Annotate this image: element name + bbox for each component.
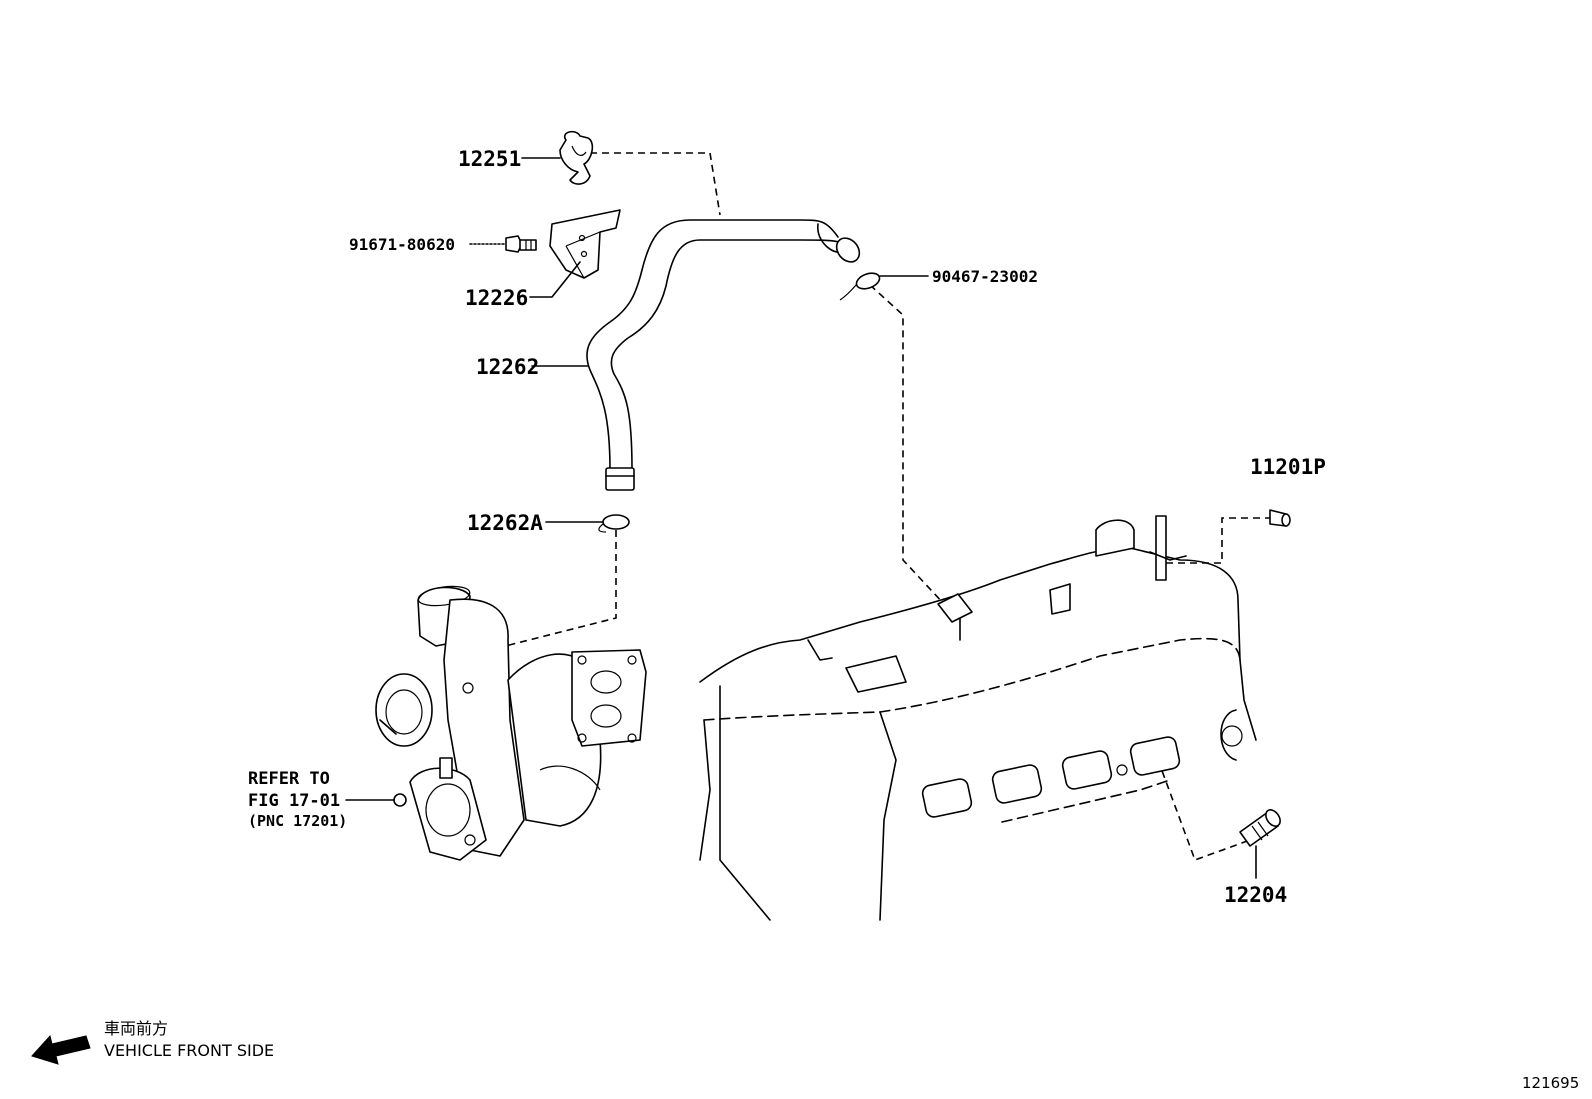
label-11201P: 11201P: [1250, 455, 1326, 479]
illustration-number: 121695: [1522, 1074, 1579, 1092]
hose-12262: [531, 219, 861, 491]
front-label-en: VEHICLE FRONT SIDE: [104, 1041, 274, 1060]
clip-12262A: [545, 514, 630, 533]
turbocharger: [345, 585, 647, 861]
front-label-jp: 車両前方: [104, 1019, 168, 1038]
label-12251: 12251: [458, 147, 521, 171]
exhaust-ports: [921, 736, 1181, 818]
dashed-connectors: [449, 152, 1272, 862]
bolt-91671-80620: [469, 235, 537, 253]
stud-12204: [1239, 809, 1281, 879]
label-12226: 12226: [465, 286, 528, 310]
label-90467-23002: 90467-23002: [932, 267, 1038, 286]
label-91671-80620: 91671-80620: [349, 235, 455, 254]
label-12204: 12204: [1224, 883, 1287, 907]
label-12262: 12262: [476, 355, 539, 379]
plug-11201P: [1269, 509, 1291, 527]
front-arrow-icon: [31, 1034, 91, 1065]
vehicle-front-indicator: 車両前方 VEHICLE FRONT SIDE: [31, 1019, 274, 1065]
refer-line3: (PNC 17201): [248, 812, 347, 830]
refer-note: REFER TO FIG 17-01 (PNC 17201): [248, 769, 347, 830]
part-labels: 12251 91671-80620 12226 12262 90467-2300…: [349, 147, 1326, 907]
bracket-12226: [529, 209, 621, 298]
label-12262A: 12262A: [467, 511, 543, 535]
refer-line1: REFER TO: [248, 769, 330, 789]
clamp-12251: [521, 130, 594, 185]
engine-block: [699, 515, 1257, 921]
clip-90467-23002: [839, 272, 929, 301]
refer-line2: FIG 17-01: [248, 791, 340, 811]
